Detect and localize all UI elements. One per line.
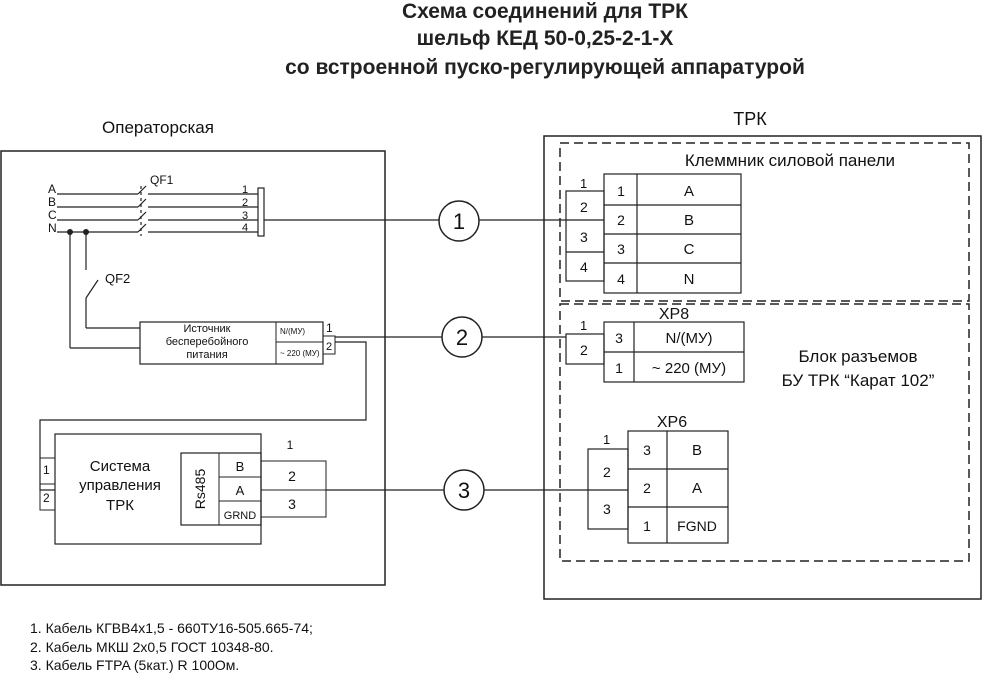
- xp6-label: XP6: [657, 414, 687, 431]
- power-row-3-num: 3: [617, 241, 625, 257]
- connector-block-label-2: БУ ТРК “Карат 102”: [782, 371, 935, 390]
- cable-1-marker: [438, 200, 480, 242]
- qf2-label: QF2: [105, 271, 130, 286]
- operator-room-label: Операторская: [102, 118, 214, 137]
- ups-terminal-1: 1: [326, 321, 333, 335]
- qf1-terminal-4: 4: [242, 222, 248, 234]
- xp6-cable-pin-3: 3: [603, 501, 611, 517]
- xp6-row-1-num: 3: [643, 442, 651, 458]
- junction-dot: [67, 229, 73, 235]
- xp8-row-2-num: 1: [615, 360, 623, 376]
- power-cable-pin-4: 4: [580, 259, 588, 275]
- operator-room-box: [0, 150, 386, 586]
- connector-block-dashed-box: [559, 303, 970, 562]
- xp8-row-2-name: ~ 220 (МУ): [652, 360, 726, 377]
- control-output-terminal: [260, 460, 327, 518]
- control-label-1: Система: [90, 458, 151, 475]
- control-label-3: ТРК: [106, 497, 134, 514]
- power-panel-table: [603, 173, 742, 294]
- ups-label-2: бесперебойного: [166, 336, 249, 348]
- xp8-cable-pin-1: 1: [580, 318, 587, 333]
- power-panel-dashed-box: [559, 142, 970, 302]
- rs485-pin-a: A: [236, 483, 245, 498]
- ups-to-control-wire: [39, 341, 367, 491]
- connector-block-label-1: Блок разъемов: [798, 347, 917, 366]
- power-cable-pin-1: 1: [580, 176, 587, 191]
- cable-1-number: 1: [453, 209, 465, 234]
- phase-c-label: C: [48, 208, 57, 222]
- qf2-branch: [69, 232, 140, 349]
- control-label-2: управления: [79, 477, 161, 494]
- junction-dot: [83, 229, 89, 235]
- cable-3-number: 3: [458, 478, 470, 503]
- xp8-cable-pin-2: 2: [580, 342, 588, 358]
- power-row-2-num: 2: [617, 212, 625, 228]
- power-row-2-name: B: [684, 212, 694, 229]
- phase-b-label: B: [48, 195, 56, 209]
- xp6-row-2-name: A: [692, 480, 702, 497]
- power-row-1-name: A: [684, 183, 694, 200]
- power-cable-pin-2: 2: [580, 199, 588, 215]
- control-out-3: 3: [288, 496, 296, 512]
- qf1-label: QF1: [150, 173, 174, 187]
- qf1-terminal-3: 3: [242, 210, 248, 222]
- xp6-row-3-name: FGND: [677, 518, 717, 534]
- xp6-cable-pin-1: 1: [603, 432, 610, 447]
- power-row-4-name: N: [684, 271, 695, 288]
- ups-terminal: [322, 335, 336, 355]
- xp6-row-1-name: B: [692, 442, 702, 459]
- rs485-label: Rs485: [192, 469, 208, 510]
- rs485-pin-grnd: GRND: [224, 510, 256, 522]
- cable-note-1: 1. Кабель КГВВ4х1,5 - 660ТУ16-505.665-74…: [30, 620, 313, 636]
- xp8-table: [603, 321, 745, 383]
- control-out-1: 1: [287, 438, 294, 452]
- title-line-1: Схема соединений для ТРК: [402, 0, 688, 23]
- xp6-row-3-num: 1: [643, 518, 651, 534]
- ups-out-220: ~ 220 (МУ): [280, 349, 320, 358]
- cable-2-number: 2: [456, 325, 468, 350]
- title-line-3: со встроенной пуско-регулирующей аппарат…: [285, 56, 805, 79]
- xp6-cable-terminal: [587, 448, 629, 530]
- trk-label: ТРК: [733, 109, 767, 129]
- xp6-cable-pin-2: 2: [603, 464, 611, 480]
- control-terminal-2: 2: [43, 491, 50, 505]
- power-row-3-name: C: [684, 241, 695, 258]
- ups-terminal-2: 2: [326, 341, 332, 353]
- control-terminal-1: 1: [43, 463, 50, 477]
- qf1-terminal-1: 1: [242, 184, 248, 196]
- cable-2-marker: [441, 316, 483, 358]
- cable-note-2: 2. Кабель МКШ 2х0,5 ГОСТ 10348-80.: [30, 639, 274, 655]
- xp8-row-1-name: N/(МУ): [665, 330, 712, 347]
- phase-lines: [57, 185, 265, 237]
- phase-n-label: N: [48, 221, 57, 235]
- xp8-row-1-num: 3: [615, 330, 623, 346]
- xp8-label: XP8: [659, 306, 689, 323]
- xp6-row-2-num: 2: [643, 480, 651, 496]
- xp6-table: [627, 430, 729, 544]
- ups-label-3: питания: [186, 349, 227, 361]
- power-row-1-num: 1: [617, 183, 625, 199]
- title-line-2: шельф КЕД 50-0,25-2-1-Х: [417, 27, 674, 50]
- power-panel-label: Клеммник силовой панели: [685, 151, 895, 170]
- control-out-2: 2: [288, 468, 296, 484]
- qf1-terminal-2: 2: [242, 197, 248, 209]
- cable-3-marker: [443, 469, 485, 511]
- power-cable-pin-3: 3: [580, 229, 588, 245]
- rs485-pin-b: B: [236, 459, 245, 474]
- trk-box: [543, 135, 982, 600]
- power-row-4-num: 4: [617, 271, 625, 287]
- phase-a-label: A: [48, 182, 56, 196]
- ups-out-n: N/(МУ): [280, 327, 305, 336]
- ups-label-1: Источник: [184, 323, 231, 335]
- cable-note-3: 3. Кабель FTPA (5кат.) R 100Ом.: [30, 657, 240, 673]
